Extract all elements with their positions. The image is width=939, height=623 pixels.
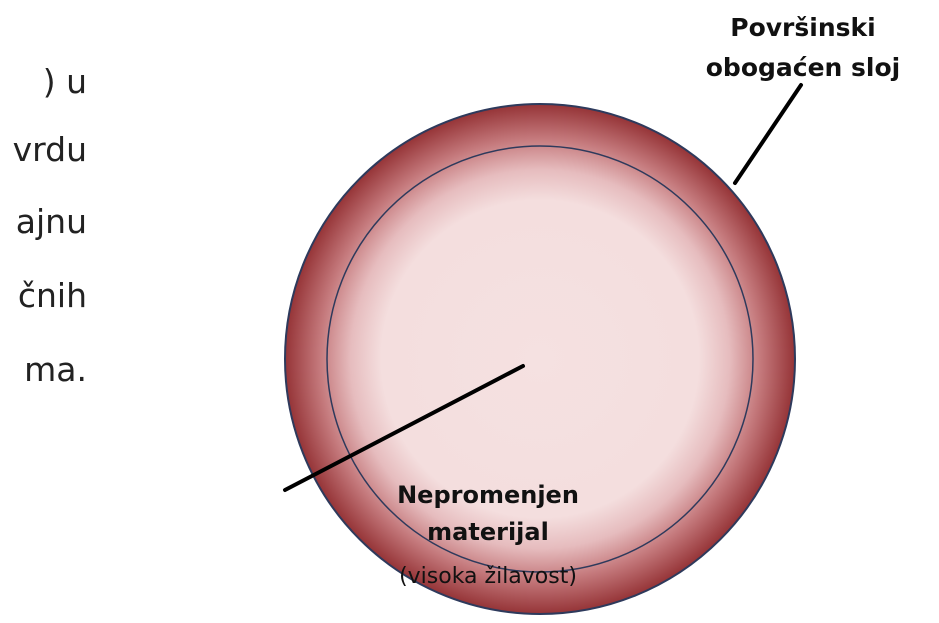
surface-layer-label-line-1: Površinski [668,8,938,48]
core-label: Nepromenjen materijal [378,477,598,551]
surface-layer-leader-line [735,85,801,183]
core-label-line-2: materijal [378,514,598,551]
surface-layer-label-line-2: obogaćen sloj [668,48,938,88]
surface-layer-label: Površinski obogaćen sloj [668,8,938,88]
core-label-line-1: Nepromenjen [378,477,598,514]
core-note: (visoka žilavost) [372,564,604,589]
